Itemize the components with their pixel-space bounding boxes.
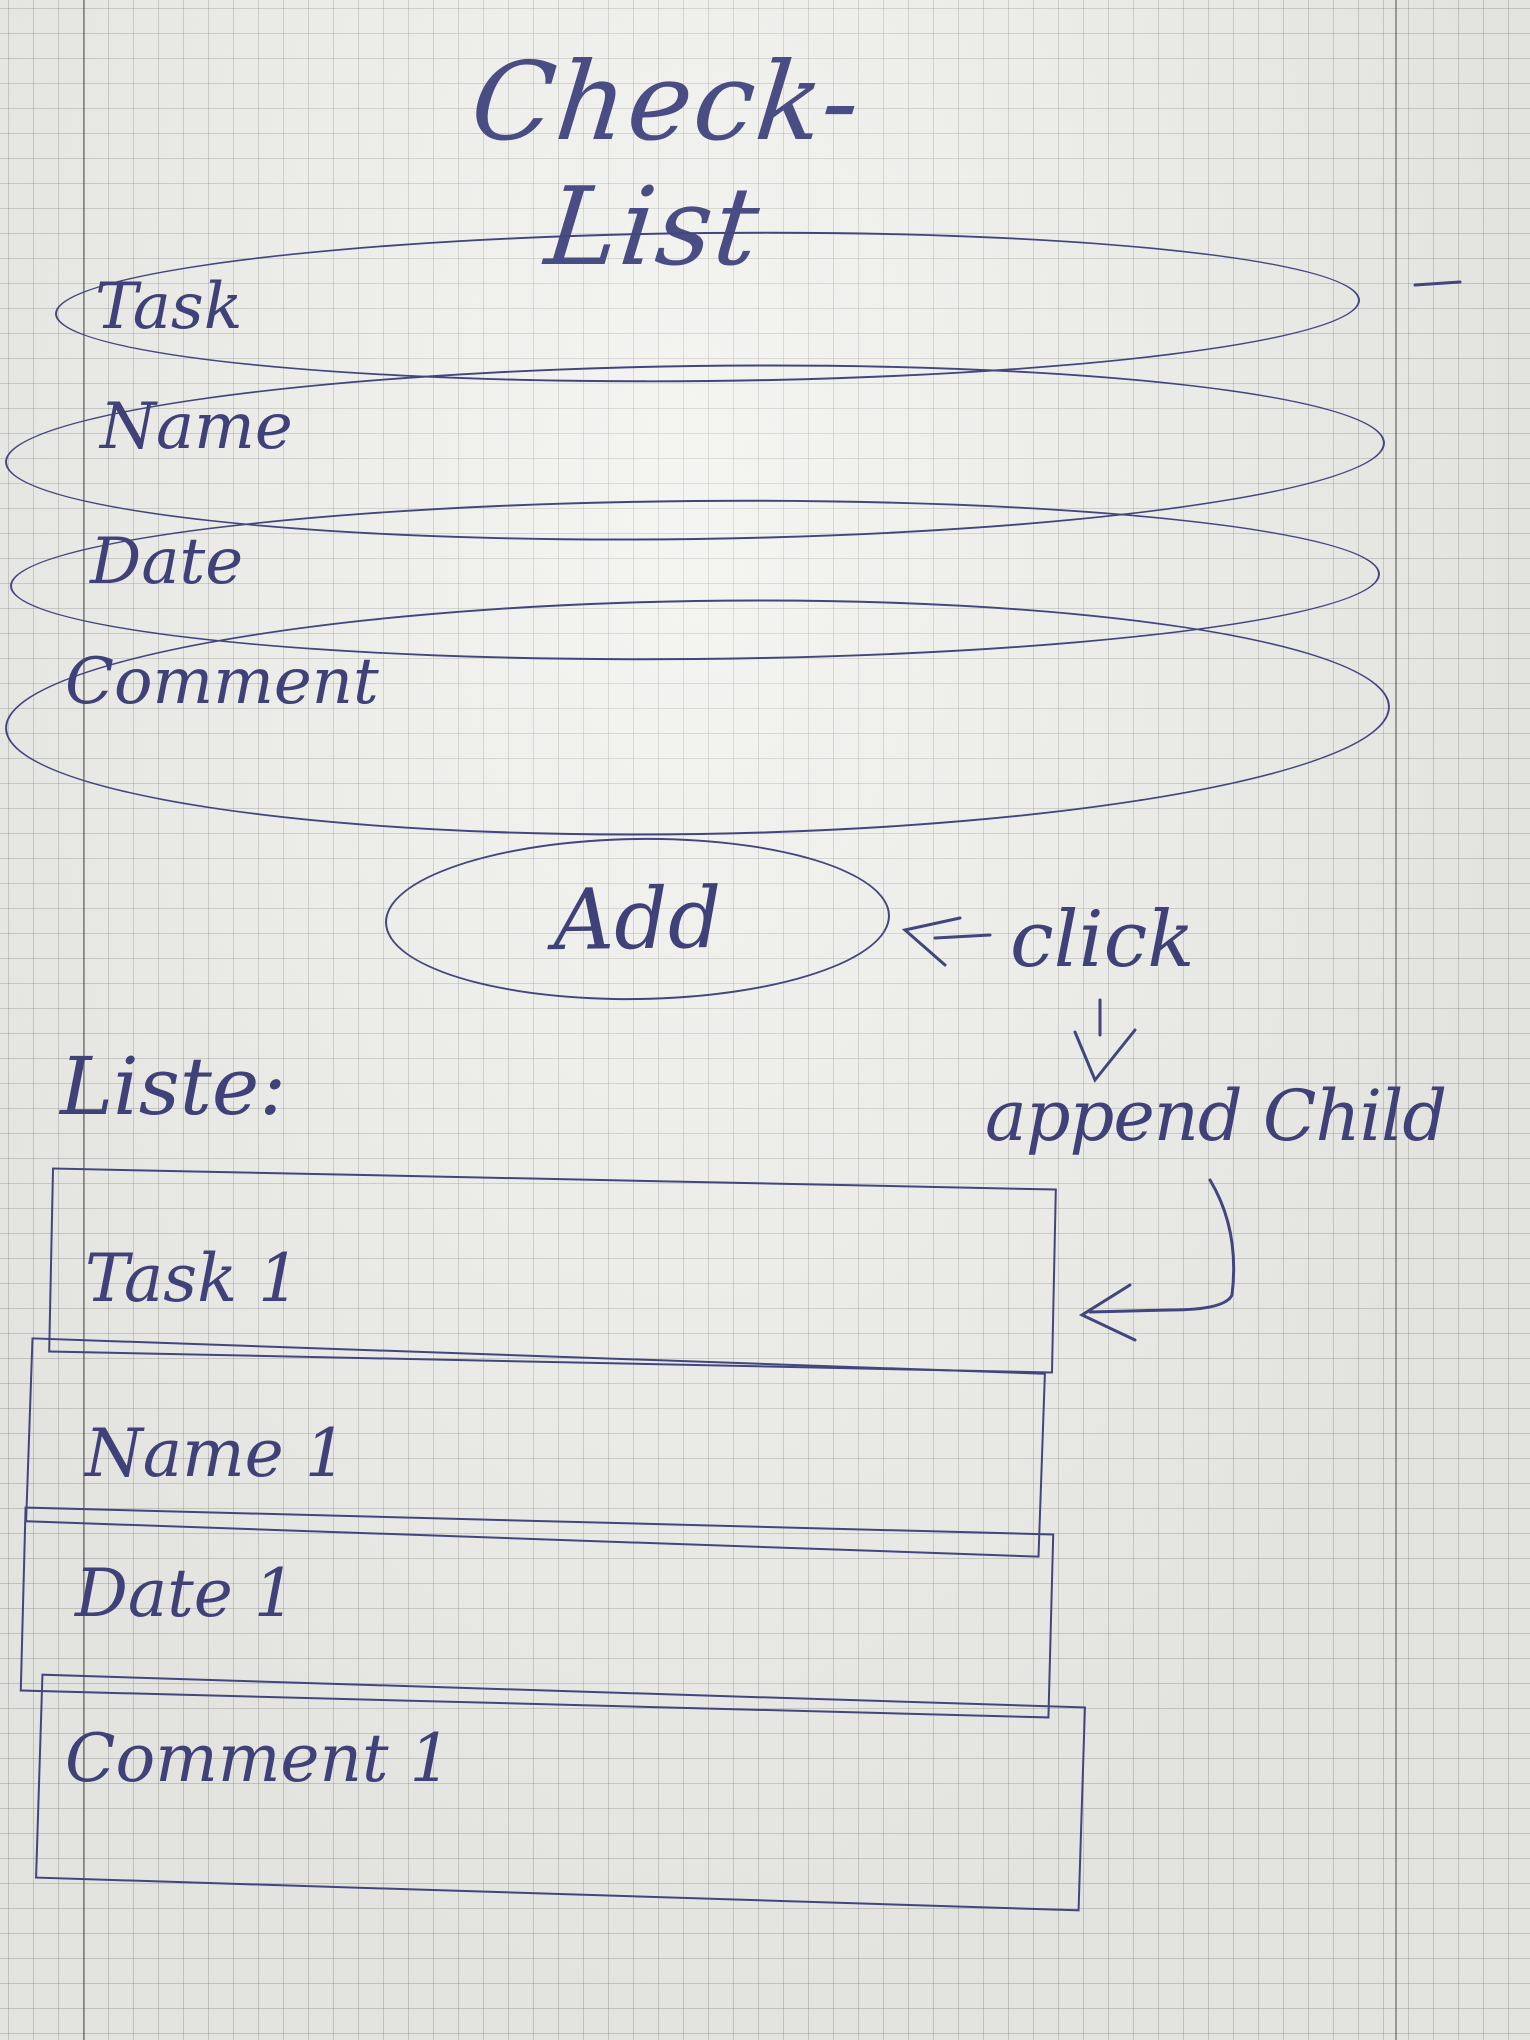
click-annotation: click [1010,895,1195,985]
list-item-task-text: Task 1 [85,1240,301,1317]
date-field-label: Date [90,525,244,599]
append-child-annotation: append Child [985,1075,1447,1157]
add-button-label: Add [552,868,723,970]
click-to-add-arrow-icon [901,916,992,967]
left-margin-line [83,0,85,2040]
list-item-date-text: Date 1 [75,1555,296,1632]
right-margin-line [1395,0,1397,2040]
click-to-append-arrow-icon [1073,998,1137,1083]
append-to-list-arrow-icon [1078,1178,1236,1342]
comment-field-label: Comment [65,645,379,719]
add-button[interactable]: Add [383,834,892,1004]
name-field-label: Name [100,390,293,464]
list-heading: Liste: [60,1040,287,1133]
list-item-comment-text: Comment 1 [65,1720,452,1797]
list-item-name-text: Name 1 [85,1415,347,1492]
task-field-label: Task [95,270,243,344]
stray-mark [1413,280,1462,287]
